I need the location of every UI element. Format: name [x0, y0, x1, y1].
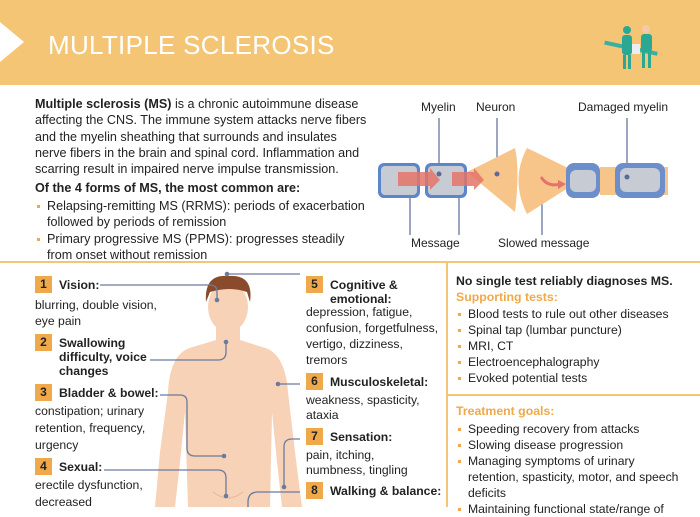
list-item: Slowing disease progression	[456, 437, 686, 453]
symptom-desc: constipation; urinary retention, frequen…	[35, 404, 146, 452]
human-body-figure	[100, 271, 302, 507]
list-item: Evoked potential tests	[456, 370, 696, 386]
nerve-diagram	[378, 118, 668, 235]
list-item: Electroencephalography	[456, 354, 696, 370]
intro-paragraph: Multiple sclerosis (MS) is a chronic aut…	[35, 96, 370, 177]
list-item: Primary progressive MS (PPMS): progresse…	[35, 231, 370, 264]
symptom-number: 2	[35, 334, 52, 351]
list-item: Speeding recovery from attacks	[456, 421, 686, 437]
symptom-desc: weakness, spasticity, ataxia	[306, 393, 420, 422]
diagnosis-section: No single test reliably diagnoses MS. Su…	[456, 274, 696, 386]
symptom-label: Sensation:	[330, 430, 393, 444]
symptom-label: Cognitive & emotional:	[330, 278, 398, 306]
symptom-number: 6	[306, 373, 323, 390]
forms-heading: Of the 4 forms of MS, the most common ar…	[35, 181, 301, 195]
symptom-desc: erectile dysfunction, decreased	[35, 478, 143, 509]
symptom-number: 7	[306, 428, 323, 445]
forms-list: Relapsing-remitting MS (RRMS): periods o…	[35, 198, 370, 263]
symptom-number: 3	[35, 384, 52, 401]
symptom-label: Sexual:	[59, 460, 103, 474]
symptom-desc: depression, fatigue, confusion, forgetfu…	[306, 305, 439, 367]
chevron-icon	[0, 22, 24, 62]
list-item: Blood tests to rule out other diseases	[456, 306, 696, 322]
label-message: Message	[411, 236, 460, 250]
symptom-number: 4	[35, 458, 52, 475]
symptom-label: Bladder & bowel:	[59, 386, 159, 400]
label-slowed-message: Slowed message	[498, 236, 590, 250]
symptom-label: Walking & balance:	[330, 484, 442, 498]
diagnosis-heading: No single test reliably diagnoses MS.	[456, 274, 673, 288]
divider	[447, 394, 700, 396]
tests-list: Blood tests to rule out other diseases S…	[456, 306, 696, 386]
intro-text: is a chronic autoimmune disease affectin…	[35, 97, 367, 177]
symptom-number: 5	[306, 276, 323, 293]
supporting-tests-heading: Supporting tests:	[456, 290, 558, 304]
treatment-list: Speeding recovery from attacks Slowing d…	[456, 421, 686, 517]
label-myelin: Myelin	[421, 100, 456, 114]
label-neuron: Neuron	[476, 100, 516, 114]
label-damaged-myelin: Damaged myelin	[578, 100, 669, 114]
list-item: Relapsing-remitting MS (RRMS): periods o…	[35, 198, 370, 231]
symptom-label: Swallowing difficulty, voice changes	[59, 336, 147, 378]
list-item: Maintaining functional state/range of	[456, 501, 686, 517]
symptom-desc: pain, itching, numbness, tingling	[306, 448, 408, 477]
list-item: Managing symptoms of urinary retention, …	[456, 453, 686, 501]
symptom-label: Musculoskeletal:	[330, 375, 429, 389]
divider	[446, 262, 448, 507]
medical-team-icon	[604, 25, 658, 69]
header-banner	[0, 0, 700, 85]
treatment-heading: Treatment goals:	[456, 404, 555, 418]
divider	[0, 261, 700, 263]
treatment-section: Treatment goals: Speeding recovery from …	[456, 403, 686, 517]
page-title: MULTIPLE SCLEROSIS	[48, 30, 335, 60]
list-item: MRI, CT	[456, 338, 696, 354]
symptom-desc: blurring, double vision, eye pain	[35, 298, 157, 328]
symptom-number: 8	[306, 482, 323, 499]
list-item: Spinal tap (lumbar puncture)	[456, 322, 696, 338]
intro-bold: Multiple sclerosis (MS)	[35, 97, 172, 111]
symptom-label: Vision:	[59, 278, 100, 292]
symptom-number: 1	[35, 276, 52, 293]
